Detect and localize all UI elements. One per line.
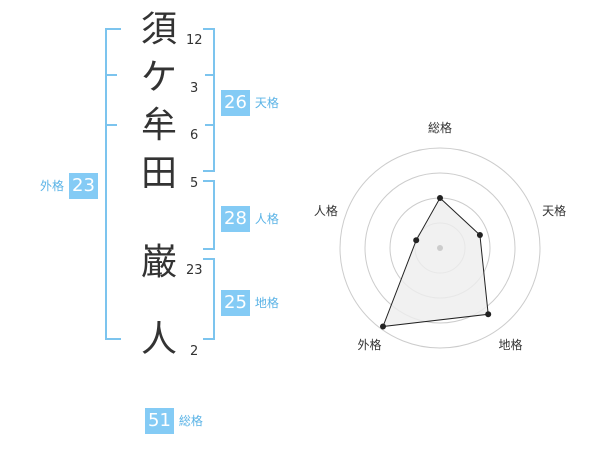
jinkaku-bracket-bottom (203, 248, 215, 250)
radar-point-4 (380, 323, 386, 330)
stroke-count-4: 5 (190, 176, 199, 191)
chikaku-bracket-bottom (203, 338, 215, 340)
stroke-count-1: 12 (186, 33, 203, 48)
chikaku-label: 地格 (254, 296, 279, 310)
radar-polygon (382, 197, 489, 328)
soukaku-label: 総格 (178, 414, 203, 428)
outer-bracket-bottom (105, 338, 121, 340)
gaikaku-label: 外格 (40, 179, 65, 193)
outer-bracket-tick-2 (105, 124, 117, 126)
outer-bracket-vertical (105, 28, 107, 340)
radar-points (380, 195, 492, 330)
radar-axis-label-3: 地格 (498, 337, 522, 352)
chikaku-value: 25 (221, 290, 250, 316)
radar-axis-label-1: 総格 (428, 120, 452, 135)
name-char-6: 人 (140, 319, 177, 360)
chikaku-bracket-vertical (213, 258, 215, 340)
jinkaku-bracket-vertical (213, 180, 215, 250)
radar-axis-label-5: 人格 (314, 203, 338, 218)
radar-polygon-group (382, 197, 489, 328)
jinkaku-label: 人格 (254, 212, 279, 226)
name-char-3: 牟 (140, 105, 177, 146)
name-char-5: 巌 (140, 242, 177, 283)
chikaku-bracket-top (203, 258, 215, 260)
tenkaku-bracket-top (203, 28, 215, 30)
radar-point-3 (485, 311, 492, 318)
tenkaku-badge: 26 天格 (221, 90, 279, 116)
soukaku-badge: 51 総格 (145, 408, 203, 434)
jinkaku-bracket-top (203, 180, 215, 182)
radar-center-marker (437, 245, 443, 251)
jinkaku-value: 28 (221, 206, 250, 232)
tenkaku-bracket-tick-1 (205, 74, 215, 76)
name-char-2: ケ (140, 57, 177, 98)
radar-ring-3 (364, 172, 516, 324)
tenkaku-value: 26 (221, 90, 250, 116)
stroke-count-5: 23 (186, 263, 203, 278)
tenkaku-bracket-bottom (203, 170, 215, 172)
tenkaku-label: 天格 (254, 96, 279, 110)
name-char-4: 田 (140, 153, 177, 194)
tenkaku-bracket-vertical (213, 28, 215, 172)
stroke-count-6: 2 (190, 344, 199, 359)
stroke-count-3: 6 (190, 128, 199, 143)
chikaku-badge: 25 地格 (221, 290, 279, 316)
outer-bracket-top (105, 28, 121, 30)
radar-point-5 (413, 237, 420, 244)
stroke-count-2: 3 (190, 81, 199, 96)
tenkaku-bracket-tick-2 (205, 124, 215, 126)
radar-point-1 (437, 195, 443, 201)
jinkaku-badge: 28 人格 (221, 206, 279, 232)
outer-bracket-tick-1 (105, 74, 117, 76)
gaikaku-value: 23 (69, 173, 98, 199)
radar-axis-label-4: 外格 (357, 337, 381, 352)
gaikaku-badge: 外格 23 (40, 173, 98, 199)
radar-axis-label-2: 天格 (542, 203, 566, 218)
radar-ring-4 (339, 147, 541, 349)
soukaku-value: 51 (145, 408, 174, 434)
name-char-1: 須 (140, 9, 177, 50)
radar-point-2 (476, 232, 483, 238)
